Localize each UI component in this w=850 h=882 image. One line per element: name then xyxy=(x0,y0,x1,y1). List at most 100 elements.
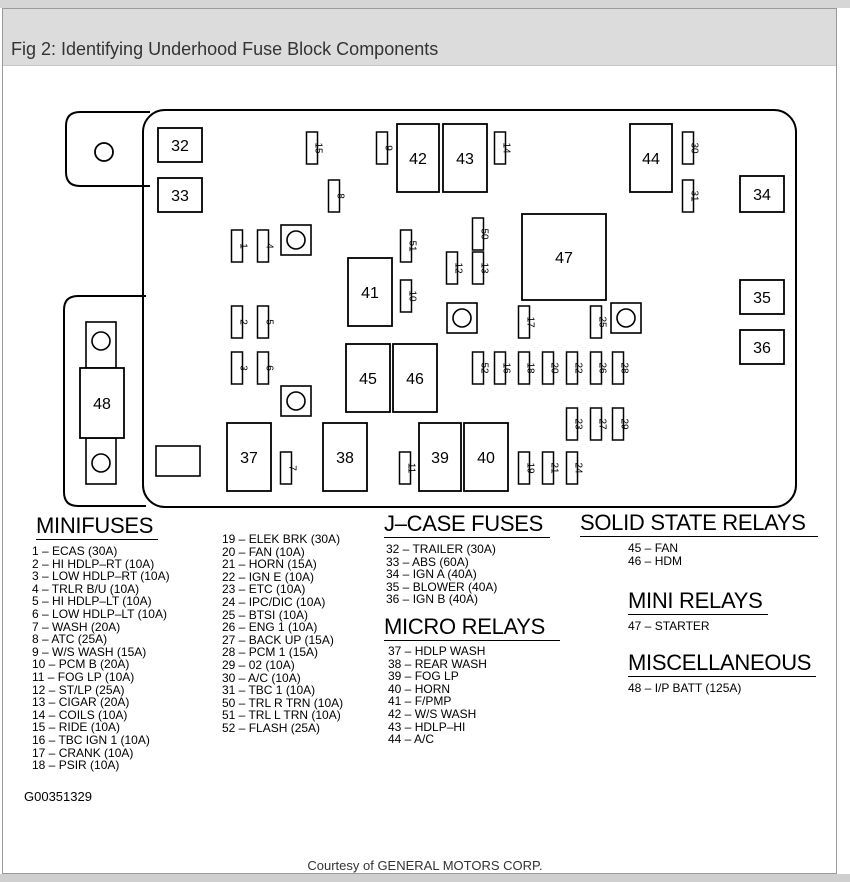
courtesy-line: Courtesy of GENERAL MOTORS CORP. xyxy=(307,858,543,873)
component-box xyxy=(739,279,785,315)
minifuse-slot xyxy=(493,351,507,385)
micro-relay-item: 38 – REAR WASH xyxy=(388,656,487,671)
fuse-48-upper-tab xyxy=(85,321,117,369)
component-box xyxy=(442,123,488,193)
mounting-hole-icon xyxy=(94,142,114,162)
fuse-block-body xyxy=(142,109,797,508)
minifuse-slot xyxy=(541,351,555,385)
fuse-48-lower-tab xyxy=(85,437,117,485)
mounting-ear-left xyxy=(63,295,146,507)
minifuse-item: 3 – LOW HDLP–RT (10A) xyxy=(32,569,170,584)
micro-relay-item: 44 – A/C xyxy=(388,732,435,747)
minifuse-item: 10 – PCM B (20A) xyxy=(32,657,130,672)
bottom-edge-bar xyxy=(0,874,850,882)
minifuse-item: 2 – HI HDLP–RT (10A) xyxy=(32,556,155,571)
minifuse-slot xyxy=(611,407,625,441)
component-label: 39 xyxy=(431,450,449,467)
miscellaneous-list: 48 – I/P BATT (125A) xyxy=(628,682,741,695)
jcase-fuse-item: 34 – IGN A (40A) xyxy=(386,567,477,582)
minifuse-label: 29 xyxy=(619,418,630,430)
solid-state-relays-title: SOLID STATE RELAYS xyxy=(580,510,818,537)
component-box xyxy=(739,329,785,365)
minifuse-item: 51 – TRL L TRN (10A) xyxy=(222,708,341,723)
minifuse-item: 29 – 02 (10A) xyxy=(222,657,295,672)
minifuse-item: 20 – FAN (10A) xyxy=(222,544,305,559)
solid-state-relay-item: 46 – HDM xyxy=(628,553,683,568)
minifuse-slot xyxy=(681,179,695,213)
empty-slot xyxy=(155,445,201,477)
micro-relays-title: MICRO RELAYS xyxy=(384,614,560,641)
minifuse-item: 8 – ATC (25A) xyxy=(32,632,108,647)
minifuse-label: 52 xyxy=(479,362,490,374)
jcase-fuse-item: 35 – BLOWER (40A) xyxy=(386,579,498,594)
bolt-terminal xyxy=(446,302,478,334)
component-label: 34 xyxy=(753,187,771,204)
minifuse-label: 50 xyxy=(479,228,490,240)
minifuse-item: 30 – A/C (10A) xyxy=(222,670,301,685)
minifuse-slot xyxy=(589,351,603,385)
minifuse-label: 20 xyxy=(549,362,560,374)
minifuse-slot xyxy=(471,251,485,285)
minifuse-slot xyxy=(681,131,695,165)
minifuse-label: 3 xyxy=(238,365,249,371)
caption-bar: Fig 2: Identifying Underhood Fuse Block … xyxy=(3,9,836,66)
minifuse-slot xyxy=(399,279,413,313)
minifuse-slot xyxy=(517,451,531,485)
minifuse-label: 13 xyxy=(479,262,490,274)
minifuse-item: 1 – ECAS (30A) xyxy=(32,544,118,558)
minifuse-label: 26 xyxy=(597,362,608,374)
bolt-terminal xyxy=(280,385,312,417)
component-box xyxy=(157,177,203,213)
minifuse-item: 50 – TRL R TRN (10A) xyxy=(222,695,344,710)
minifuse-label: 14 xyxy=(501,142,512,154)
misc-item: 48 – I/P BATT (125A) xyxy=(628,681,742,695)
component-box xyxy=(463,422,509,492)
component-label: 44 xyxy=(642,151,660,168)
minifuse-item: 27 – BACK UP (15A) xyxy=(222,632,334,647)
minifuse-label: 28 xyxy=(619,362,630,374)
minifuse-slot xyxy=(565,407,579,441)
figure-caption: Fig 2: Identifying Underhood Fuse Block … xyxy=(11,39,439,59)
minifuse-slot xyxy=(541,451,555,485)
jcase-fuse-item: 33 – ABS (60A) xyxy=(386,554,469,569)
minifuse-label: 19 xyxy=(525,462,536,474)
component-box xyxy=(739,175,785,213)
component-label: 41 xyxy=(361,285,379,302)
minifuse-slot xyxy=(611,351,625,385)
minifuse-item: 17 – CRANK (10A) xyxy=(32,745,134,760)
minifuse-item: 52 – FLASH (25A) xyxy=(222,720,321,735)
micro-relay-item: 42 – W/S WASH xyxy=(388,706,477,721)
component-label: 42 xyxy=(409,151,427,168)
mounting-ear-top xyxy=(65,111,150,187)
minifuse-item: 4 – TRLR B/U (10A) xyxy=(32,581,140,596)
minifuse-label: 9 xyxy=(383,145,394,151)
minifuse-slot xyxy=(517,305,531,339)
minifuse-label: 22 xyxy=(573,362,584,374)
top-edge-bar xyxy=(0,0,850,8)
component-label: 36 xyxy=(753,340,771,357)
minifuse-label: 21 xyxy=(549,462,560,474)
miscellaneous-title: MISCELLANEOUS xyxy=(628,650,816,677)
jcase-fuse-item: 32 – TRAILER (30A) xyxy=(386,542,496,556)
minifuse-label: 1 xyxy=(238,243,249,249)
minifuse-label: 16 xyxy=(501,362,512,374)
component-box xyxy=(345,343,391,413)
document-id: G00351329 xyxy=(24,789,92,804)
component-box xyxy=(392,343,438,413)
minifuse-item: 24 – IPC/DIC (10A) xyxy=(222,594,326,609)
component-box xyxy=(157,127,203,163)
minifuse-item: 26 – ENG 1 (10A) xyxy=(222,620,318,635)
minifuses-list-1: 1 – ECAS (30A)2 – HI HDLP–RT (10A)3 – LO… xyxy=(32,545,170,772)
minifuse-slot xyxy=(565,451,579,485)
minifuse-slot xyxy=(471,351,485,385)
component-box xyxy=(226,422,272,492)
minifuse-item: 6 – LOW HDLP–LT (10A) xyxy=(32,606,167,621)
minifuse-slot xyxy=(375,131,389,165)
jcase-title: J–CASE FUSES xyxy=(384,511,550,538)
minifuse-label: 12 xyxy=(453,262,464,274)
minifuse-slot xyxy=(471,217,485,251)
component-label: 46 xyxy=(406,371,424,388)
minifuse-label: 4 xyxy=(264,243,275,249)
minifuses-title: MINIFUSES xyxy=(36,513,158,540)
